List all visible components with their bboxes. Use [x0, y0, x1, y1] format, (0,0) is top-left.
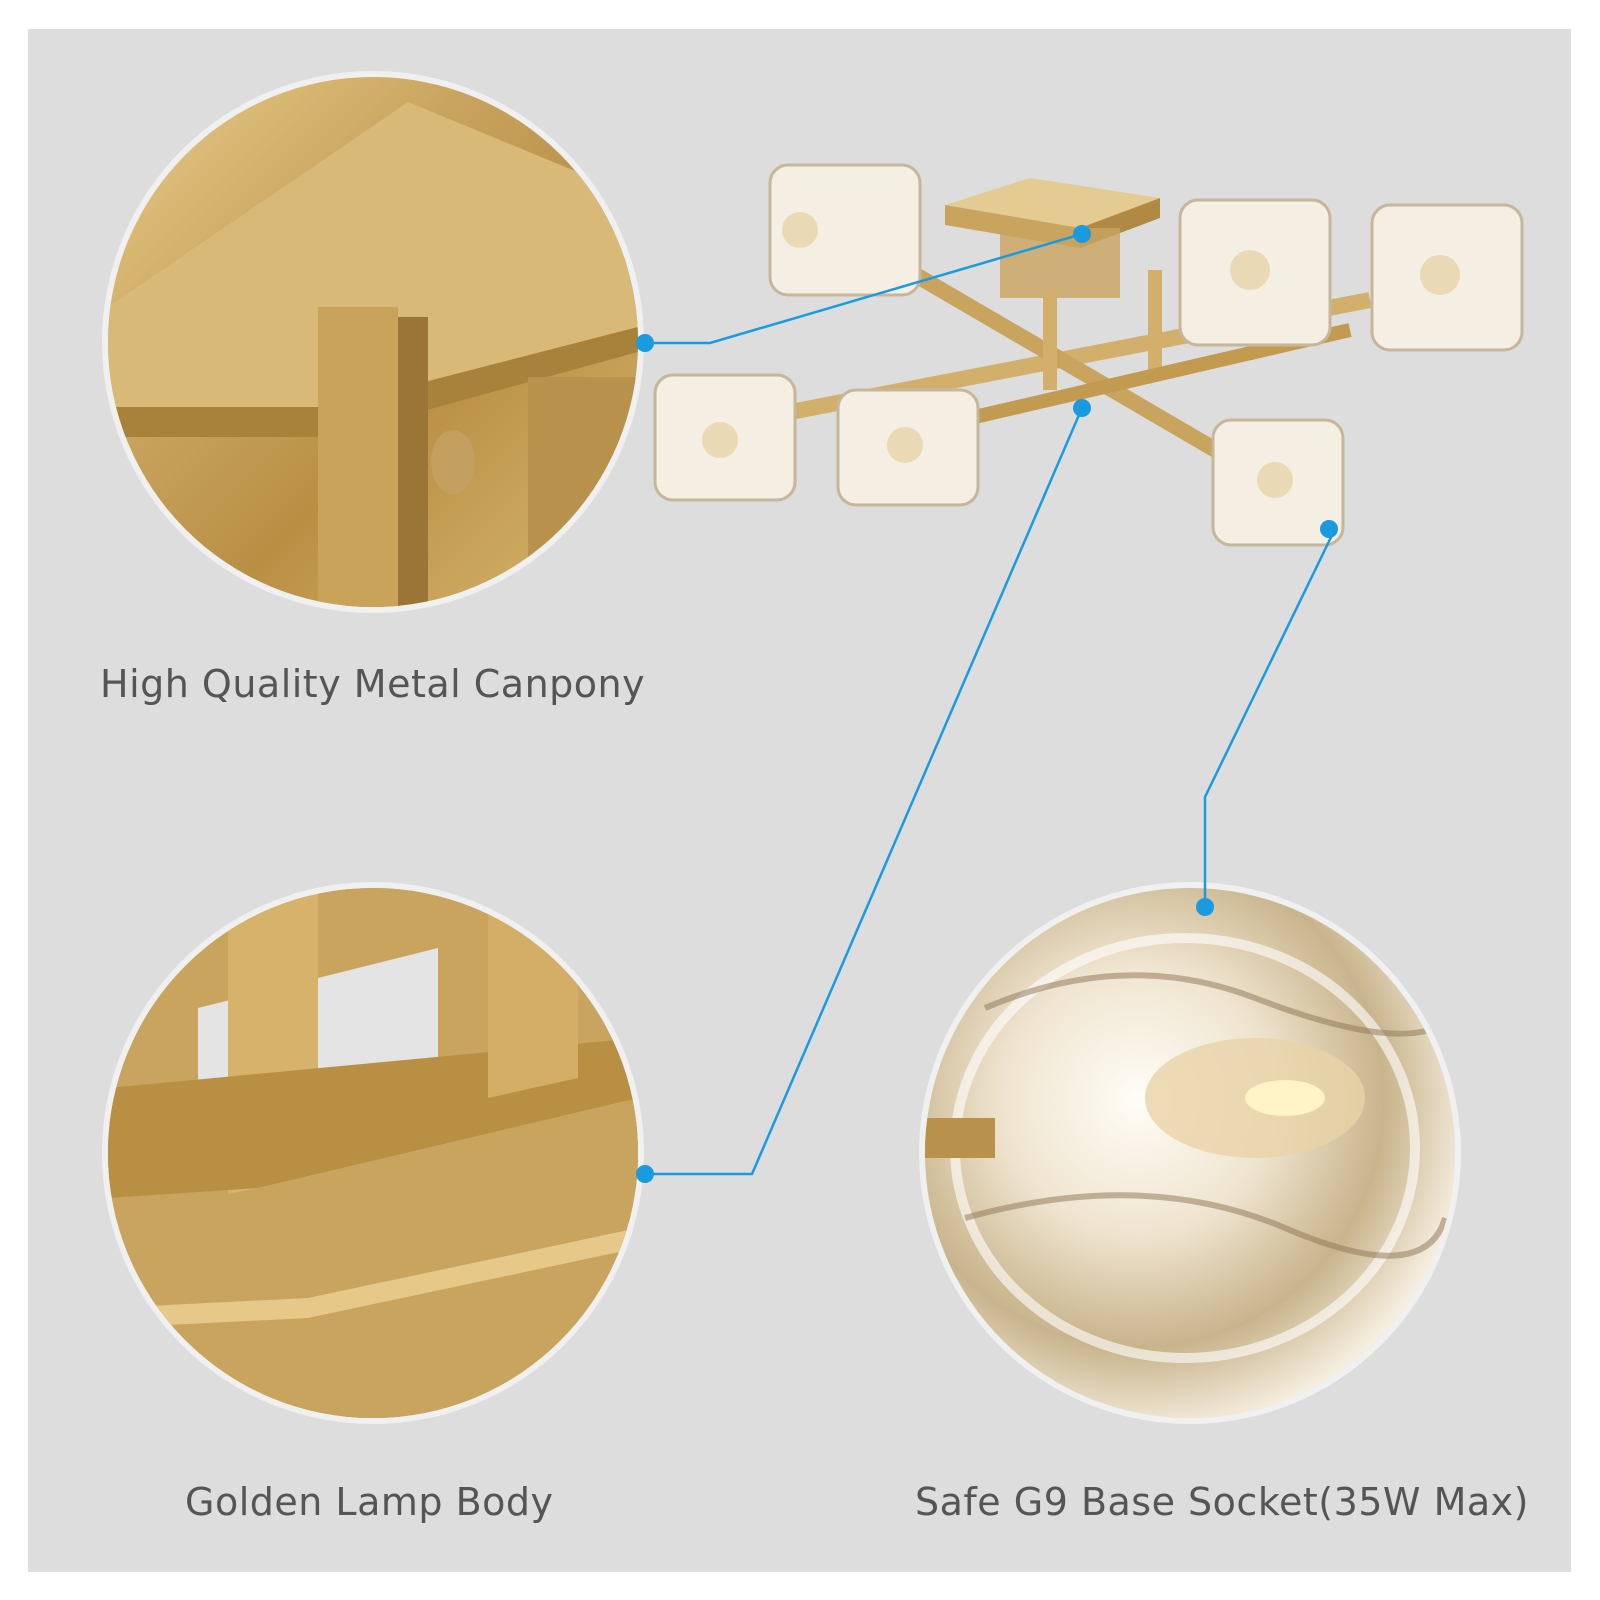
socket-callout-line	[1203, 528, 1337, 907]
canopy-callout-dot	[636, 334, 654, 352]
lamp-body-detail-image	[108, 888, 638, 1418]
lamp-body-detail-illustration	[108, 888, 638, 1418]
socket-caption: Safe G9 Base Socket(35W Max)	[915, 1480, 1529, 1524]
socket-callout-dot	[1196, 898, 1214, 916]
canopy-detail-image	[108, 77, 638, 607]
socket-detail-image	[925, 888, 1455, 1418]
canopy-callout-line	[640, 232, 1083, 345]
socket-detail-illustration	[925, 933, 1448, 1363]
body-callout-dot	[636, 1165, 654, 1183]
canopy-detail-illustration	[108, 102, 638, 607]
canopy-target-dot	[1073, 225, 1091, 243]
body-callout-line	[640, 407, 1084, 1176]
canopy-caption: High Quality Metal Canpony	[100, 662, 646, 706]
body-caption: Golden Lamp Body	[185, 1480, 554, 1524]
socket-target-dot	[1320, 520, 1338, 538]
body-target-dot	[1073, 399, 1091, 417]
